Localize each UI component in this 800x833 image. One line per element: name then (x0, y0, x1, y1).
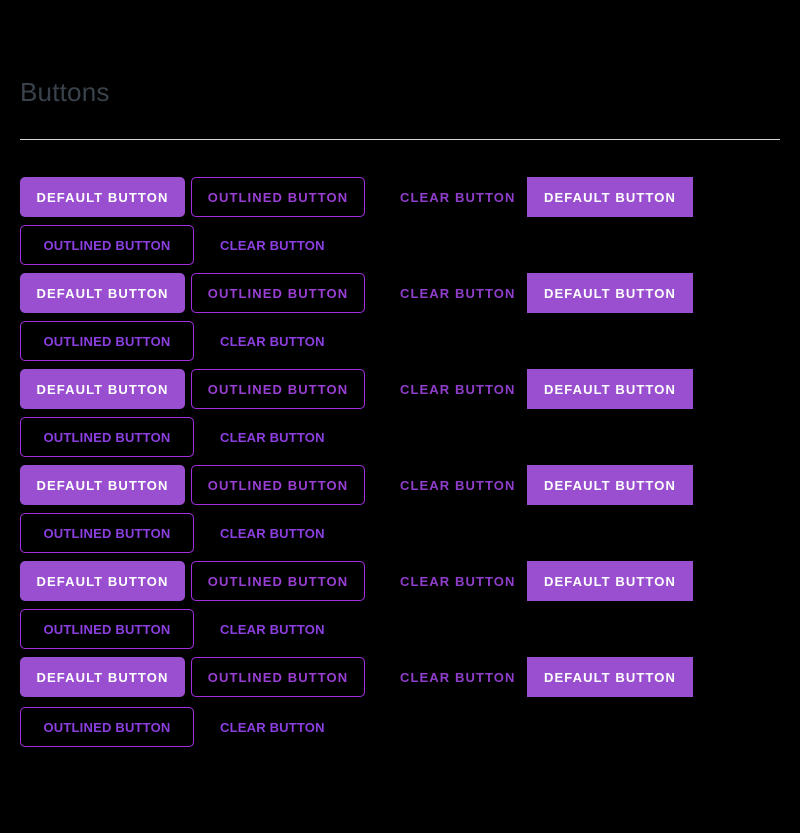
button-row: OUTLINED BUTTON CLEAR BUTTON (0, 317, 800, 365)
default-button[interactable]: DEFAULT BUTTON (20, 561, 185, 601)
outlined-button[interactable]: OUTLINED BUTTON (20, 609, 194, 649)
clear-button[interactable]: CLEAR BUTTON (390, 273, 514, 313)
outlined-button[interactable]: OUTLINED BUTTON (191, 561, 365, 601)
button-row: OUTLINED BUTTON CLEAR BUTTON (0, 509, 800, 557)
clear-button[interactable]: CLEAR BUTTON (220, 609, 332, 649)
outlined-button[interactable]: OUTLINED BUTTON (20, 225, 194, 265)
clear-button[interactable]: CLEAR BUTTON (220, 513, 332, 553)
outlined-button[interactable]: OUTLINED BUTTON (20, 321, 194, 361)
outlined-button[interactable]: OUTLINED BUTTON (191, 177, 365, 217)
clear-button[interactable]: CLEAR BUTTON (220, 417, 332, 457)
default-button[interactable]: DEFAULT BUTTON (20, 273, 185, 313)
outlined-button[interactable]: OUTLINED BUTTON (191, 657, 365, 697)
default-button-square[interactable]: DEFAULT BUTTON (527, 273, 693, 313)
clear-button[interactable]: CLEAR BUTTON (390, 177, 514, 217)
button-row: OUTLINED BUTTON CLEAR BUTTON (0, 703, 800, 753)
default-button[interactable]: DEFAULT BUTTON (20, 657, 185, 697)
default-button-square[interactable]: DEFAULT BUTTON (527, 369, 693, 409)
clear-button[interactable]: CLEAR BUTTON (390, 657, 514, 697)
default-button-square[interactable]: DEFAULT BUTTON (527, 177, 693, 217)
title-divider (20, 139, 780, 140)
clear-button[interactable]: CLEAR BUTTON (390, 561, 514, 601)
default-button[interactable]: DEFAULT BUTTON (20, 369, 185, 409)
outlined-button[interactable]: OUTLINED BUTTON (20, 417, 194, 457)
outlined-button[interactable]: OUTLINED BUTTON (191, 465, 365, 505)
outlined-button[interactable]: OUTLINED BUTTON (191, 369, 365, 409)
default-button[interactable]: DEFAULT BUTTON (20, 177, 185, 217)
clear-button[interactable]: CLEAR BUTTON (220, 707, 332, 747)
default-button-square[interactable]: DEFAULT BUTTON (527, 657, 693, 697)
clear-button[interactable]: CLEAR BUTTON (390, 465, 514, 505)
outlined-button[interactable]: OUTLINED BUTTON (20, 513, 194, 553)
button-row: OUTLINED BUTTON CLEAR BUTTON (0, 605, 800, 653)
default-button-square[interactable]: DEFAULT BUTTON (527, 465, 693, 505)
button-row: OUTLINED BUTTON CLEAR BUTTON (0, 413, 800, 461)
default-button[interactable]: DEFAULT BUTTON (20, 465, 185, 505)
outlined-button[interactable]: OUTLINED BUTTON (191, 273, 365, 313)
clear-button[interactable]: CLEAR BUTTON (220, 225, 332, 265)
page-title: Buttons (20, 77, 110, 107)
outlined-button[interactable]: OUTLINED BUTTON (20, 707, 194, 747)
default-button-square[interactable]: DEFAULT BUTTON (527, 561, 693, 601)
button-row: OUTLINED BUTTON CLEAR BUTTON (0, 221, 800, 269)
clear-button[interactable]: CLEAR BUTTON (220, 321, 332, 361)
clear-button[interactable]: CLEAR BUTTON (390, 369, 514, 409)
